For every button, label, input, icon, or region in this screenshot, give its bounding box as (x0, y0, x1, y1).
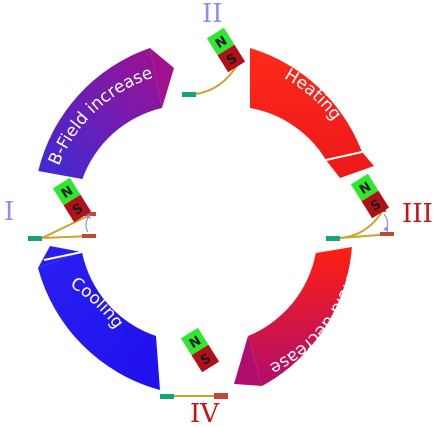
arrow-head-b-field-increase (150, 48, 174, 108)
motion-arrowhead (86, 214, 91, 219)
stage-iii-apparatus: N S (326, 173, 394, 241)
arrow-tail-notch (315, 245, 353, 253)
magnet-south (361, 190, 390, 219)
arrow-head-notch (325, 151, 363, 161)
magnet-north (180, 327, 209, 356)
sample (82, 234, 96, 238)
arrow-tail-notch (37, 171, 83, 181)
cantilever-beam (195, 63, 239, 95)
arrow-body-cooling (38, 252, 160, 390)
arrow-head-notch (43, 251, 83, 261)
magnet: N S (206, 27, 246, 73)
magnet-north (52, 177, 81, 206)
stage-label-ii: II (202, 0, 223, 29)
clamp (182, 92, 196, 97)
magnet-south (191, 344, 220, 373)
magnet-south (63, 194, 92, 223)
magnet: N S (52, 177, 92, 223)
arrow-b-field-decrease: B-Field decrease (234, 245, 366, 386)
motion-arrowhead (383, 226, 388, 232)
clamp (160, 394, 174, 399)
arrow-heating: Heating (250, 48, 374, 178)
stage-iv-apparatus: N S (160, 327, 228, 399)
magnet-north (350, 173, 379, 202)
stage-label-i: I (4, 197, 14, 227)
arrow-body-b-field-decrease (248, 246, 352, 386)
cantilever-beam (41, 213, 93, 239)
arrow-b-field-increase: B-Field increase (37, 48, 174, 181)
magnet-south (217, 44, 246, 73)
magnet-north (206, 27, 235, 56)
stage-ii-apparatus: N S (182, 27, 246, 97)
sample (84, 212, 96, 216)
magnet: N S (350, 173, 390, 219)
arrow-cooling: Cooling (38, 246, 160, 390)
clamp (326, 236, 340, 241)
stage-i-apparatus: N S (28, 177, 96, 241)
stage-label-iii: III (402, 199, 433, 229)
magnet: N S (180, 327, 220, 373)
motion-arrow (85, 216, 89, 233)
arrow-head-b-field-decrease (234, 336, 262, 386)
clamp (28, 236, 42, 241)
arrow-body-b-field-increase (38, 48, 162, 180)
arrow-head-heating (326, 152, 374, 178)
arrow-body-heating (250, 48, 362, 160)
sample (214, 393, 228, 399)
stage-label-iv: IV (190, 399, 220, 427)
sample (380, 232, 394, 236)
